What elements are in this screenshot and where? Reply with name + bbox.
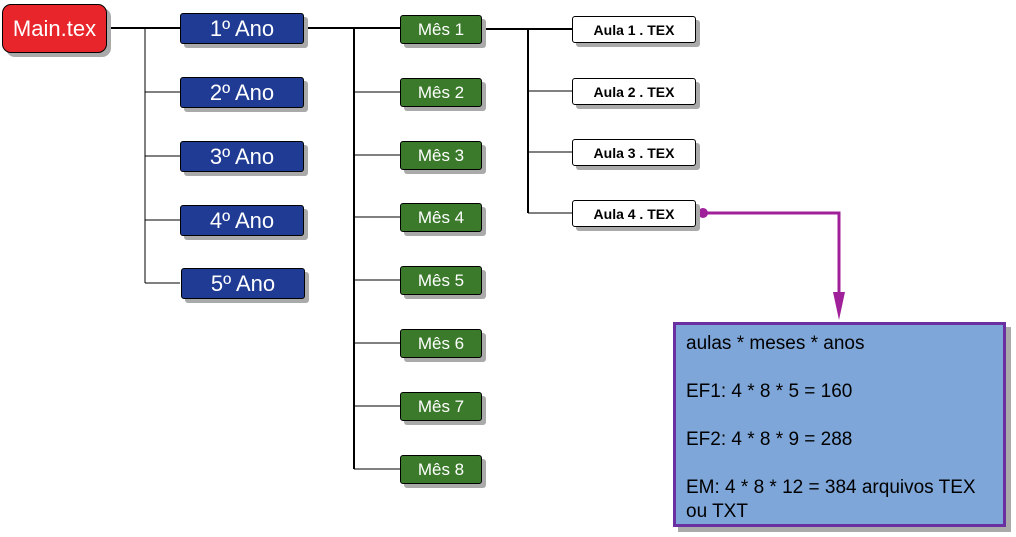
root-node-main-tex[interactable]: Main.tex bbox=[2, 4, 107, 53]
calculation-note: aulas * meses * anos EF1: 4 * 8 * 5 = 16… bbox=[673, 322, 1006, 527]
aula-label: Aula 1 . TEX bbox=[593, 21, 675, 38]
mes-node-7[interactable]: Mês 7 bbox=[400, 392, 482, 421]
aula-label: Aula 4 . TEX bbox=[593, 205, 675, 222]
mes-label: Mês 1 bbox=[417, 19, 465, 39]
mes-node-6[interactable]: Mês 6 bbox=[400, 329, 482, 358]
root-label: Main.tex bbox=[12, 15, 97, 41]
mes-node-4[interactable]: Mês 4 bbox=[400, 203, 482, 232]
aula-node-2[interactable]: Aula 2 . TEX bbox=[572, 78, 696, 105]
mes-node-3[interactable]: Mês 3 bbox=[400, 141, 482, 170]
mes-label: Mês 2 bbox=[417, 82, 465, 102]
link-arrow bbox=[698, 208, 845, 320]
mes-node-8[interactable]: Mês 8 bbox=[400, 455, 482, 484]
mes-label: Mês 5 bbox=[417, 270, 465, 290]
mes-label: Mês 4 bbox=[417, 207, 465, 227]
ano-label: 2º Ano bbox=[209, 79, 275, 105]
mes-node-5[interactable]: Mês 5 bbox=[400, 266, 482, 295]
mes-label: Mês 8 bbox=[417, 459, 465, 479]
aula-label: Aula 3 . TEX bbox=[593, 144, 675, 161]
ano-label: 1º Ano bbox=[209, 15, 275, 41]
note-line: EF1: 4 * 8 * 5 = 160 bbox=[686, 381, 853, 402]
mes-node-1[interactable]: Mês 1 bbox=[400, 15, 482, 44]
note-line: aulas * meses * anos bbox=[686, 333, 865, 354]
ano-node-5[interactable]: 5º Ano bbox=[181, 268, 305, 299]
aula-node-4[interactable]: Aula 4 . TEX bbox=[572, 200, 696, 227]
note-line: EM: 4 * 8 * 12 = 384 arquivos TEX ou TXT bbox=[686, 477, 976, 522]
ano-node-2[interactable]: 2º Ano bbox=[180, 77, 304, 108]
ano-node-4[interactable]: 4º Ano bbox=[180, 205, 304, 236]
aula-node-3[interactable]: Aula 3 . TEX bbox=[572, 139, 696, 166]
ano-node-3[interactable]: 3º Ano bbox=[180, 141, 304, 172]
mes-label: Mês 6 bbox=[417, 333, 465, 353]
aula-node-1[interactable]: Aula 1 . TEX bbox=[572, 16, 696, 43]
ano-label: 5º Ano bbox=[210, 270, 276, 296]
ano-node-1[interactable]: 1º Ano bbox=[180, 13, 304, 44]
aula-label: Aula 2 . TEX bbox=[593, 83, 675, 100]
note-line: EF2: 4 * 8 * 9 = 288 bbox=[686, 429, 853, 450]
ano-label: 4º Ano bbox=[209, 207, 275, 233]
ano-label: 3º Ano bbox=[209, 143, 275, 169]
mes-label: Mês 3 bbox=[417, 145, 465, 165]
mes-label: Mês 7 bbox=[417, 396, 465, 416]
mes-node-2[interactable]: Mês 2 bbox=[400, 78, 482, 107]
